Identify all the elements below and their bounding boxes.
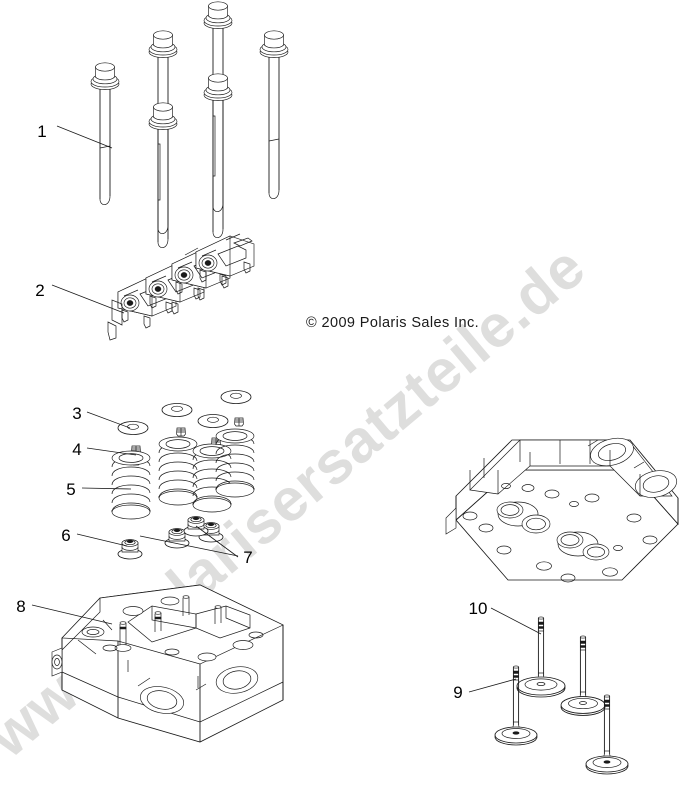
valve-spring bbox=[111, 450, 151, 520]
cylinder-head-bolt bbox=[148, 102, 178, 248]
protruding-valve-stem bbox=[154, 611, 162, 632]
leader-7a bbox=[139, 535, 239, 557]
valve-spring-retainer bbox=[197, 414, 229, 428]
leader-10 bbox=[490, 607, 542, 635]
callout-numbers: 1 2 3 4 5 6 7 8 9 10 bbox=[16, 122, 487, 702]
callout-5: 5 bbox=[66, 480, 75, 499]
callout-10: 10 bbox=[469, 599, 488, 618]
protruding-valve-stem bbox=[214, 605, 222, 624]
cylinder-head-bolts-group bbox=[90, 1, 289, 248]
leader-3 bbox=[86, 411, 131, 429]
valves-group bbox=[494, 616, 629, 775]
callout-6: 6 bbox=[61, 526, 70, 545]
valve-spring bbox=[215, 428, 255, 498]
cylinder-head-bolt bbox=[90, 62, 120, 205]
valve-spring bbox=[158, 436, 198, 506]
callout-4: 4 bbox=[72, 440, 81, 459]
callout-leaders bbox=[31, 125, 542, 693]
protruding-valve-stem bbox=[114, 621, 132, 652]
callout-1: 1 bbox=[37, 122, 46, 141]
cylinder-head-bolt bbox=[203, 73, 233, 238]
valve-spring-retainer bbox=[220, 390, 252, 404]
valve-exhaust bbox=[585, 694, 629, 775]
leader-9 bbox=[468, 678, 517, 693]
cylinder-head-assembled bbox=[51, 584, 284, 743]
valve-intake bbox=[516, 616, 566, 698]
leader-8 bbox=[31, 604, 113, 625]
leader-7b bbox=[195, 525, 239, 558]
callout-8: 8 bbox=[16, 597, 25, 616]
valve-train-set bbox=[111, 421, 151, 560]
cylinder-head-underside bbox=[445, 437, 679, 583]
valve-intake bbox=[560, 635, 606, 716]
leader-4 bbox=[86, 447, 137, 456]
valve-spring-retainer bbox=[117, 421, 149, 435]
valve-spring bbox=[192, 443, 232, 513]
valve-stem-seal bbox=[117, 539, 143, 560]
callout-2: 2 bbox=[35, 281, 44, 300]
cylinder-head-bolt bbox=[203, 1, 233, 212]
callout-3: 3 bbox=[72, 404, 81, 423]
callout-7: 7 bbox=[243, 548, 252, 567]
leader-6 bbox=[76, 533, 128, 547]
valve-exhaust bbox=[494, 665, 538, 746]
rocker-arm-assembly bbox=[107, 233, 255, 341]
cylinder-head-bolt bbox=[259, 30, 289, 199]
callout-9: 9 bbox=[453, 683, 462, 702]
copyright-notice: © 2009 Polaris Sales Inc. bbox=[306, 315, 479, 331]
cylinder-head-bolt bbox=[148, 30, 178, 234]
leader-1 bbox=[56, 125, 113, 149]
leader-5 bbox=[81, 487, 132, 490]
leader-2 bbox=[51, 284, 125, 314]
valve-spring-retainer bbox=[161, 403, 193, 417]
protruding-valve-stem bbox=[182, 595, 190, 616]
